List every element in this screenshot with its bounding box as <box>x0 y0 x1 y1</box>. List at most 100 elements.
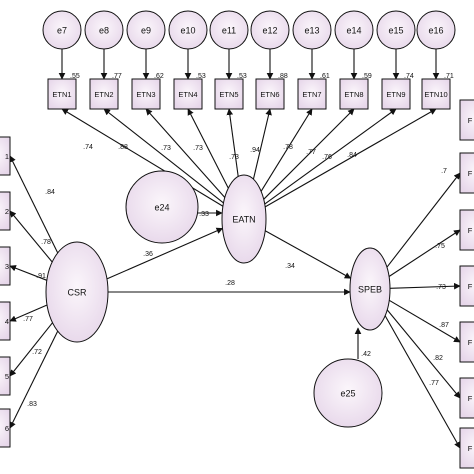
error-coef: .53 <box>196 73 206 80</box>
csr-loading: .77 <box>23 316 33 323</box>
edge-eatn-etn2 <box>103 108 224 204</box>
etn-loading: .73 <box>229 154 239 161</box>
error-coef: .61 <box>320 73 330 80</box>
speb-indicator-box <box>459 321 474 363</box>
indicator-box-etn5 <box>214 78 244 110</box>
error-label: e8 <box>99 25 109 35</box>
edge-csr-eatn <box>106 227 224 280</box>
speb-indicator-label: F <box>468 169 473 178</box>
speb-loading: .75 <box>435 243 445 250</box>
error-circle-e10 <box>168 10 208 50</box>
csr-loading: .78 <box>41 239 51 246</box>
indicator-label: ETN6 <box>260 90 279 99</box>
indicator-box-etn9 <box>381 78 411 110</box>
disturbance-label-e25: e25 <box>340 388 355 398</box>
speb-loading: .87 <box>439 322 449 329</box>
csr-indicator-label: 5 <box>5 372 9 381</box>
edge-eatn-etn9 <box>264 108 397 205</box>
indicator-box-etn7 <box>297 78 327 110</box>
indicator-box-etn10 <box>421 78 451 110</box>
error-circle-e16 <box>416 10 456 50</box>
disturbance-label-e24: e24 <box>154 202 169 212</box>
etn-loading: .94 <box>250 147 260 154</box>
error-circle-e11 <box>209 10 249 50</box>
edge-csr-indicator3 <box>9 265 48 281</box>
csr-indicator-box <box>0 191 11 231</box>
indicator-box-etn1 <box>47 78 77 110</box>
edge-csr-indicator5 <box>9 322 53 377</box>
error-coef: .88 <box>278 73 288 80</box>
indicator-label: ETN10 <box>424 90 447 99</box>
speb-loading: .77 <box>429 380 439 387</box>
etn-loading: .84 <box>347 152 357 159</box>
error-label: e16 <box>428 25 443 35</box>
indicator-box-etn3 <box>131 78 161 110</box>
error-coef: .53 <box>237 73 247 80</box>
error-coef: .71 <box>444 73 454 80</box>
error-coef: .77 <box>112 73 122 80</box>
speb-indicator-label: F <box>468 116 473 125</box>
indicator-label: ETN8 <box>344 90 363 99</box>
error-coef: .74 <box>404 73 414 80</box>
edge-csr-indicator4 <box>9 304 48 322</box>
label-layer: e7ETN1.55e8ETN2.77e9ETN3.62e10ETN4.53e11… <box>5 25 473 453</box>
indicator-label: ETN9 <box>386 90 405 99</box>
path-coef-eatn-speb: .34 <box>285 263 295 270</box>
etn-loading: .73 <box>161 145 171 152</box>
error-label: e13 <box>304 25 319 35</box>
csr-loading: .84 <box>45 189 55 196</box>
indicator-label: ETN5 <box>219 90 238 99</box>
csr-indicator-box <box>0 246 11 286</box>
indicator-box-etn6 <box>255 78 285 110</box>
edge-speb-indicator4 <box>388 299 461 343</box>
indicator-box-etn2 <box>89 78 119 110</box>
edge-eatn-etn8 <box>263 108 355 200</box>
disturbance-coef-e25: .42 <box>361 351 371 358</box>
csr-indicator-label: 4 <box>5 317 9 326</box>
latent-eatn <box>221 174 267 264</box>
error-coef: .59 <box>362 73 372 80</box>
etn-loading: .77 <box>306 149 316 156</box>
speb-loading: .73 <box>436 284 446 291</box>
csr-indicator-label: 2 <box>5 207 9 216</box>
edge-eatn-etn10 <box>264 108 437 208</box>
csr-indicator-box <box>0 136 11 176</box>
edge-eatn-etn6 <box>252 108 272 180</box>
indicator-label: ETN4 <box>178 90 197 99</box>
edge-csr-indicator1 <box>9 155 59 254</box>
error-coef: .62 <box>154 73 164 80</box>
speb-indicator-box <box>459 265 474 307</box>
latent-label-eatn: EATN <box>232 214 255 224</box>
csr-indicator-box <box>0 356 11 396</box>
edge-layer <box>9 49 461 449</box>
speb-loading: .7 <box>441 168 447 175</box>
error-label: e10 <box>180 25 195 35</box>
edge-csr-indicator2 <box>9 210 53 263</box>
latent-label-speb: SPEB <box>358 284 382 294</box>
csr-indicator-label: 3 <box>5 262 9 271</box>
error-label: e12 <box>262 25 277 35</box>
indicator-label: ETN1 <box>52 90 71 99</box>
csr-indicator-box <box>0 408 11 448</box>
csr-indicator-box <box>0 301 11 341</box>
indicator-box-etn8 <box>339 78 369 110</box>
error-circle-e7 <box>42 10 82 50</box>
latent-speb <box>349 247 391 331</box>
error-circle-e15 <box>376 10 416 50</box>
edge-speb-indicator3 <box>389 282 461 290</box>
speb-loading: .82 <box>433 355 443 362</box>
edge-eatn-etn3 <box>145 108 226 198</box>
edge-eatn-speb <box>264 230 352 279</box>
indicator-label: ETN7 <box>302 90 321 99</box>
indicator-box-etn4 <box>173 78 203 110</box>
error-circle-e14 <box>334 10 374 50</box>
speb-indicator-box <box>459 99 474 141</box>
disturbance-e25 <box>313 358 383 428</box>
error-coef: .55 <box>70 73 80 80</box>
csr-indicator-label: 6 <box>5 424 9 433</box>
disturbance-coef-e24: .33 <box>199 211 209 218</box>
error-label: e9 <box>141 25 151 35</box>
speb-indicator-box <box>459 427 474 469</box>
edge-eatn-etn1 <box>61 108 224 207</box>
